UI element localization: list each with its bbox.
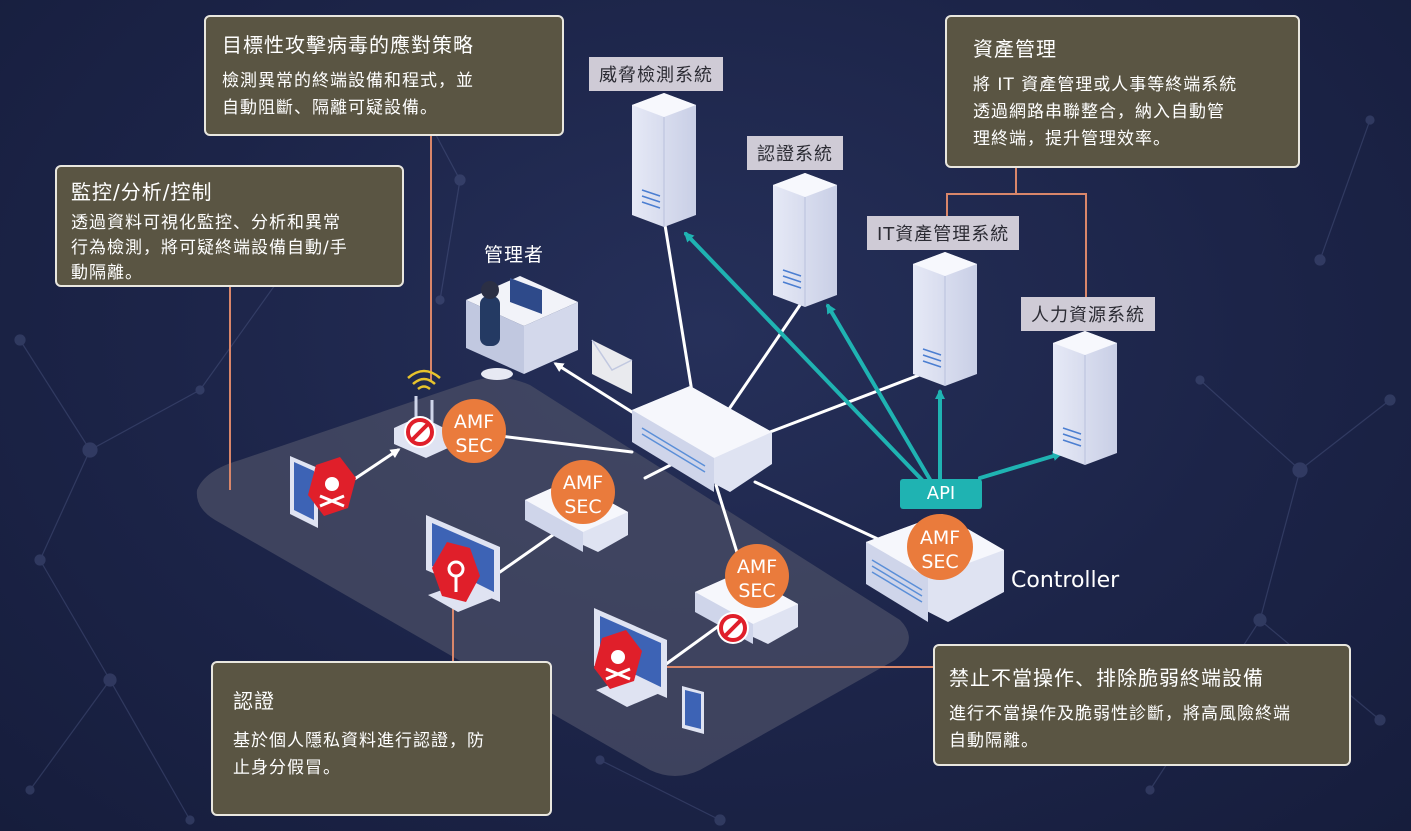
api-arrows	[683, 231, 1063, 485]
skull-icon	[308, 457, 356, 516]
amf-sec-badge: AMF SEC	[551, 460, 615, 524]
callout-title: 認證	[233, 689, 275, 713]
amf-sec-badge-line1: AMF	[454, 411, 494, 433]
callout-body-line: 行為檢測，將可疑終端設備自動/手	[71, 238, 348, 258]
tablet-device-infected	[290, 456, 318, 528]
callout-title: 資產管理	[973, 37, 1057, 61]
amf-sec-badge-line2: SEC	[564, 496, 601, 518]
api-badge: API	[900, 479, 982, 509]
label-administrator: 管理者	[484, 244, 545, 266]
amf-sec-badge-line2: SEC	[738, 580, 775, 602]
amf-sec-badge: AMF SEC	[725, 544, 789, 608]
callout-body-line: 透過資料可視化監控、分析和異常	[71, 213, 341, 233]
callout-title: 禁止不當操作、排除脆弱終端設備	[949, 666, 1264, 690]
callout-asset-management: 資產管理 將 IT 資產管理或人事等終端系統 透過網路串聯整合，納入自動管 理終…	[945, 15, 1300, 168]
amf-sec-badge-line2: SEC	[921, 551, 958, 573]
amf-sec-badge: AMF SEC	[907, 514, 973, 580]
amf-sec-badge: AMF SEC	[442, 399, 506, 463]
wifi-icon	[407, 369, 441, 391]
core-switch	[632, 386, 772, 492]
label-threat-detection-system: 威脅檢測系統	[589, 57, 723, 91]
label-authentication-system: 認證系統	[747, 136, 843, 170]
callout-body: 將 IT 資產管理或人事等終端系統 透過網路串聯整合，納入自動管 理終端，提升管…	[973, 72, 1272, 153]
server-tower-authentication	[773, 173, 837, 307]
amf-sec-badge-line1: AMF	[737, 556, 777, 578]
callout-monitor-analyze-control: 監控/分析/控制 透過資料可視化監控、分析和異常 行為檢測，將可疑終端設備自動/…	[55, 165, 404, 287]
callout-authentication: 認證 基於個人隱私資料進行認證，防 止身分假冒。	[211, 661, 552, 816]
admin-workstation	[466, 276, 633, 394]
key-lock-icon	[432, 542, 480, 602]
label-controller: Controller	[1011, 568, 1120, 593]
callout-body: 基於個人隱私資料進行認證，防 止身分假冒。	[233, 728, 530, 782]
callout-title: 監控/分析/控制	[71, 180, 213, 204]
amf-sec-badge-line1: AMF	[920, 527, 960, 549]
skull-icon	[594, 630, 642, 689]
server-tower-hr	[1053, 331, 1117, 465]
callout-body-line: 動隔離。	[71, 263, 143, 283]
callout-body-line: 止身分假冒。	[233, 758, 341, 778]
callout-title: 目標性攻擊病毒的應對策略	[222, 33, 474, 57]
block-icon	[717, 612, 749, 644]
callout-body-line: 進行不當操作及脆弱性診斷，將高風險終端	[949, 704, 1291, 724]
callout-connectors	[229, 136, 1087, 668]
callout-body-line: 理終端，提升管理效率。	[973, 129, 1171, 149]
callout-body-line: 基於個人隱私資料進行認證，防	[233, 731, 485, 751]
callout-body-line: 將 IT 資產管理或人事等終端系統	[973, 75, 1238, 95]
label-hr-system: 人力資源系統	[1021, 297, 1155, 331]
amf-sec-badge-line2: SEC	[455, 435, 492, 457]
callout-body: 進行不當操作及脆弱性診斷，將高風險終端 自動隔離。	[949, 701, 1335, 755]
callout-body-line: 自動隔離。	[949, 731, 1039, 751]
server-tower-it-asset	[913, 252, 977, 386]
callout-body-line: 透過網路串聯整合，納入自動管	[973, 102, 1225, 122]
callout-body: 透過資料可視化監控、分析和異常 行為檢測，將可疑終端設備自動/手 動隔離。	[71, 211, 388, 286]
callout-body-line: 自動阻斷、隔離可疑設備。	[222, 98, 438, 118]
amf-sec-badge-line1: AMF	[563, 472, 603, 494]
callout-apt-strategy: 目標性攻擊病毒的應對策略 檢測異常的終端設備和程式，並 自動阻斷、隔離可疑設備。	[204, 15, 564, 136]
callout-block-improper-operation: 禁止不當操作、排除脆弱終端設備 進行不當操作及脆弱性診斷，將高風險終端 自動隔離…	[933, 644, 1351, 766]
server-tower-threat-detection	[632, 93, 696, 227]
callout-body: 檢測異常的終端設備和程式，並 自動阻斷、隔離可疑設備。	[222, 68, 546, 122]
callout-body-line: 檢測異常的終端設備和程式，並	[222, 71, 474, 91]
label-it-asset-system: IT資產管理系統	[867, 216, 1020, 250]
network-floor-platform	[196, 377, 909, 776]
network-cables	[348, 223, 924, 669]
block-icon	[404, 416, 436, 448]
